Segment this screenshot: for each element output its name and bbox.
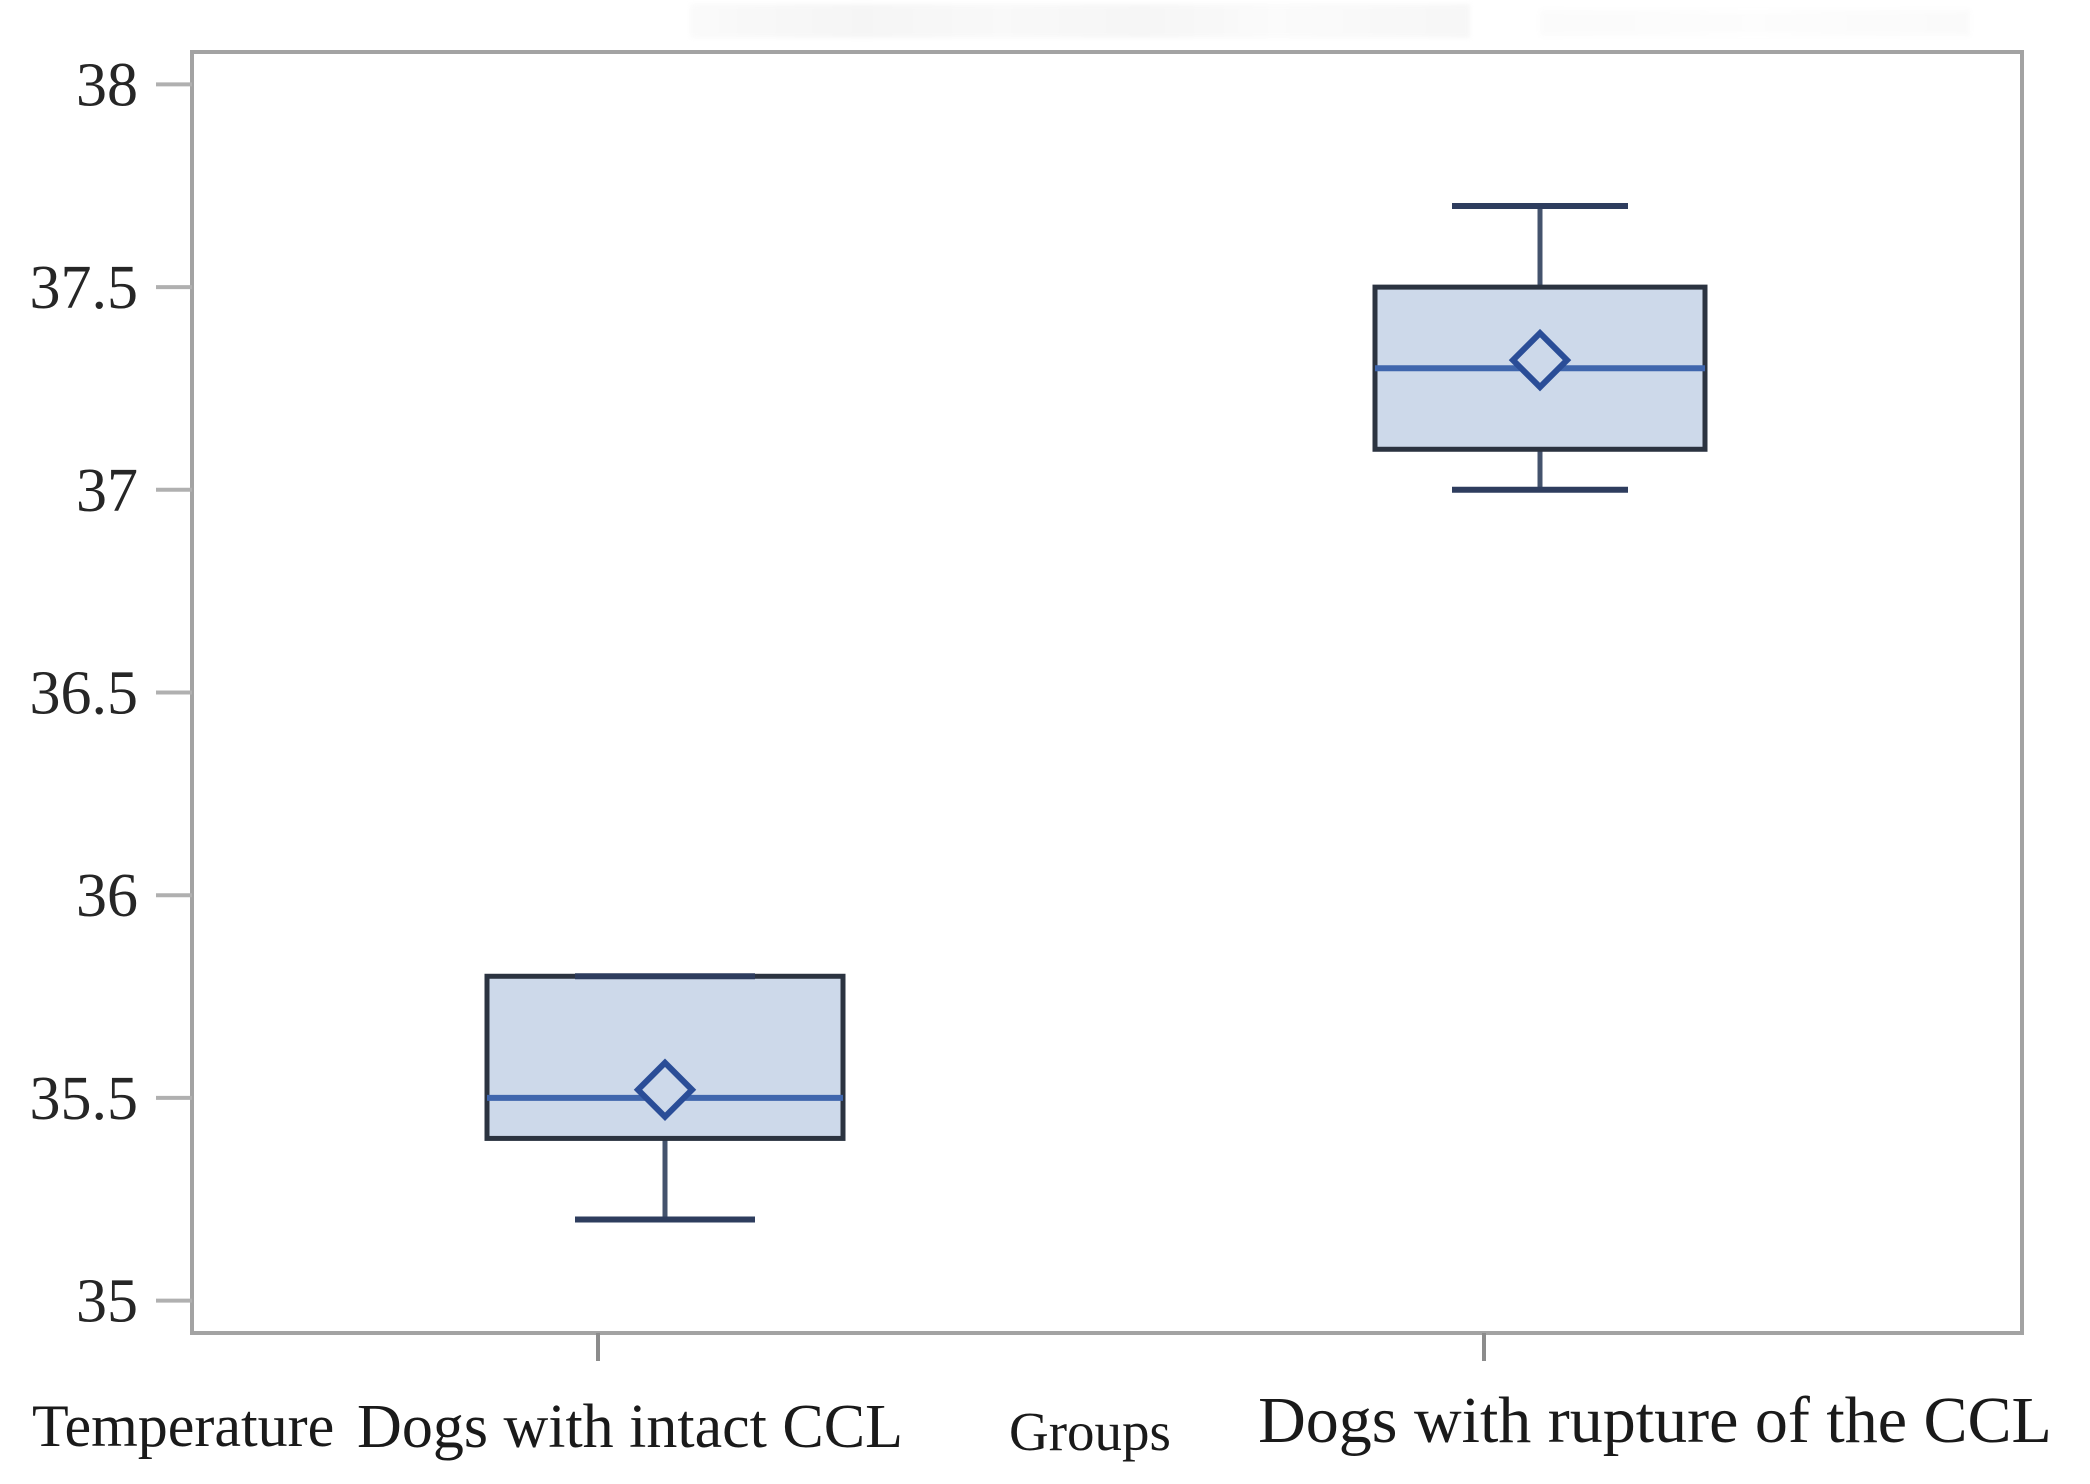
y-tick-label: 35.5 xyxy=(30,1065,139,1133)
category-label-intact-ccl: Dogs with intact CCL xyxy=(357,1393,903,1461)
y-axis-title: Temperature xyxy=(32,1393,335,1459)
y-tick-label: 35 xyxy=(76,1268,138,1336)
cropped-title-artifact xyxy=(690,4,1470,38)
y-tick-label: 36.5 xyxy=(30,660,139,728)
cropped-title-artifact xyxy=(1540,10,1970,36)
category-label-rupture-ccl: Dogs with rupture of the CCL xyxy=(1258,1384,2052,1457)
plot-frame xyxy=(190,50,2024,1335)
y-tick-label: 36 xyxy=(76,862,138,930)
mean-diamond-marker xyxy=(1508,328,1572,392)
x-axis-title: Groups xyxy=(1009,1401,1171,1462)
mean-diamond-marker xyxy=(633,1058,697,1122)
y-tick-label: 38 xyxy=(76,51,138,119)
y-tick-label: 37 xyxy=(76,457,138,525)
y-tick-label: 37.5 xyxy=(30,254,139,322)
